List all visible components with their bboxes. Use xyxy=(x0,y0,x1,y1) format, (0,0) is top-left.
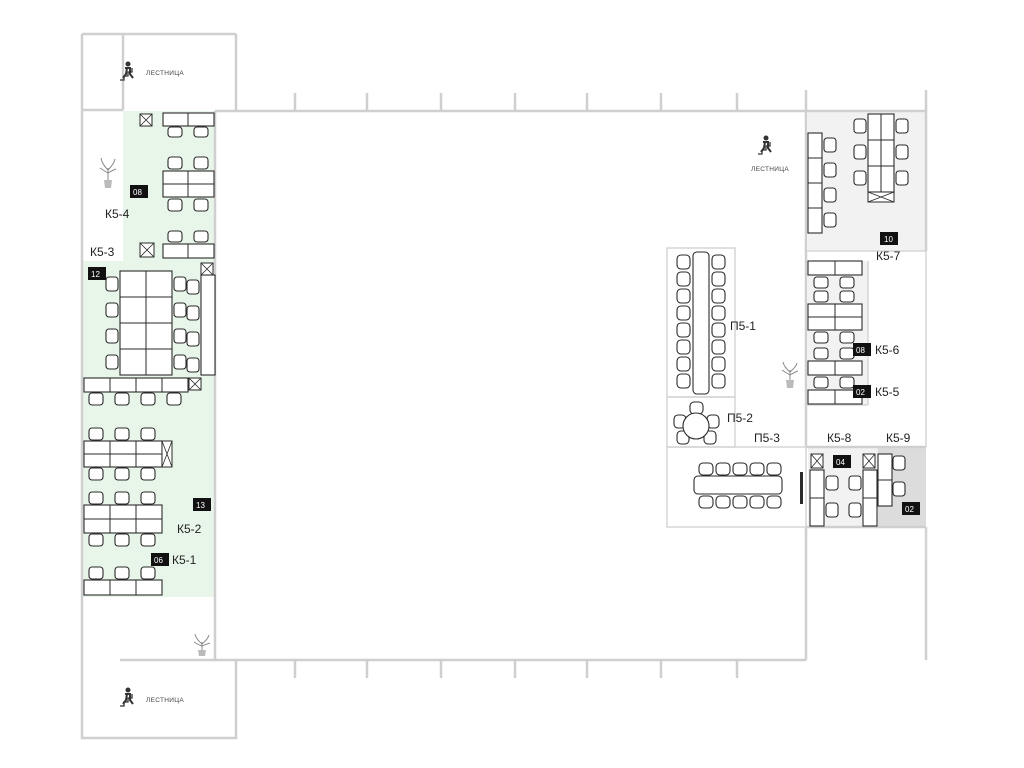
svg-text:04: 04 xyxy=(836,458,845,467)
capacity-badge-k5-4: 08 xyxy=(130,185,148,198)
stairs-icon xyxy=(120,61,134,81)
svg-text:12: 12 xyxy=(91,270,100,279)
stairs-top-left: ЛЕСТНИЦА xyxy=(120,61,184,81)
furniture-k5-3 xyxy=(83,262,216,406)
stairs-bottom-left: ЛЕСТНИЦА xyxy=(120,687,184,707)
svg-text:02: 02 xyxy=(856,388,865,397)
plant-icon xyxy=(781,361,799,388)
furniture-k5-8 xyxy=(809,453,878,527)
stairs-label: ЛЕСТНИЦА xyxy=(146,70,184,77)
plant-icon xyxy=(193,633,211,656)
furniture-p5-2 xyxy=(673,401,720,445)
furniture-p5-3 xyxy=(693,462,803,509)
svg-text:10: 10 xyxy=(884,235,893,244)
capacity-badge-k5-6: 08 xyxy=(853,343,871,356)
capacity-badge-k5-1: 06 xyxy=(151,553,169,566)
capacity-badge-k5-2: 13 xyxy=(193,498,211,511)
svg-text:08: 08 xyxy=(856,346,865,355)
stairs-label: ЛЕСТНИЦА xyxy=(751,166,789,173)
room-label-p5-3: П5-3 xyxy=(754,431,780,445)
room-label-k5-3: К5-3 xyxy=(90,245,115,259)
furniture-k5-1 xyxy=(83,566,163,596)
furniture-k5-4 xyxy=(139,112,215,259)
capacity-badge-k5-3: 12 xyxy=(88,267,106,280)
stairs-icon xyxy=(120,687,134,707)
svg-text:06: 06 xyxy=(154,556,163,565)
svg-text:13: 13 xyxy=(196,501,205,510)
window-mullions-top xyxy=(293,93,739,111)
capacity-badge-k5-9: 02 xyxy=(902,502,920,515)
room-label-k5-2: К5-2 xyxy=(177,522,202,536)
furniture-k5-6 xyxy=(807,260,863,405)
room-label-p5-1: П5-1 xyxy=(730,319,756,333)
svg-text:02: 02 xyxy=(905,505,914,514)
window-mullions-bottom xyxy=(293,660,739,678)
furniture-p5-1 xyxy=(676,251,726,395)
furniture-k5-7 xyxy=(807,113,909,234)
stairs-icon xyxy=(758,135,772,155)
capacity-badge-k5-8: 04 xyxy=(833,455,851,468)
room-label-k5-4: К5-4 xyxy=(105,207,130,221)
capacity-badge-k5-5: 02 xyxy=(853,385,871,398)
room-label-k5-6: К5-6 xyxy=(875,343,900,357)
furniture-k5-9 xyxy=(877,453,906,507)
stairs-top-right: ЛЕСТНИЦА xyxy=(751,135,789,173)
room-label-k5-7: К5-7 xyxy=(876,249,901,263)
room-label-k5-5: К5-5 xyxy=(875,385,900,399)
svg-text:08: 08 xyxy=(133,188,142,197)
plant-icon xyxy=(99,157,117,188)
room-label-k5-1: К5-1 xyxy=(172,553,197,567)
capacity-badge-k5-7: 10 xyxy=(880,232,898,245)
room-label-p5-2: П5-2 xyxy=(727,411,753,425)
furniture-k5-2 xyxy=(83,427,173,547)
stairs-label: ЛЕСТНИЦА xyxy=(146,697,184,704)
room-label-k5-8: К5-8 xyxy=(827,431,852,445)
room-label-k5-9: К5-9 xyxy=(886,431,911,445)
